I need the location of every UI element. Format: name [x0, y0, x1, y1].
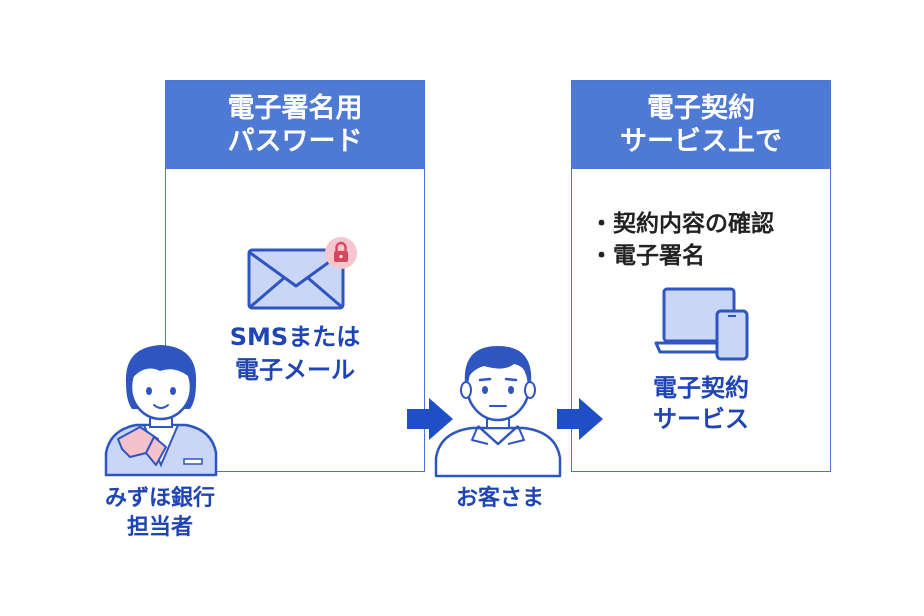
service-panel-title-line2: サービス上で: [620, 126, 782, 157]
channel-label: SMSまたは 電子メール: [165, 321, 425, 387]
channel-label-line2: 電子メール: [235, 356, 355, 384]
password-panel: 電子署名用 パスワード: [165, 80, 425, 472]
arrow-right-icon: [407, 398, 453, 440]
bank-staff-label-line2: 担当者: [126, 515, 193, 540]
bullet-confirm-contract: ・契約内容の確認: [590, 211, 774, 237]
service-bullets: ・契約内容の確認 ・電子署名: [590, 208, 774, 272]
service-label-line1: 電子契約: [653, 374, 749, 402]
password-panel-title-line2: パスワード: [227, 126, 363, 157]
bank-staff-label: みずほ銀行 担当者: [80, 484, 240, 542]
password-panel-title-line1: 電子署名用: [227, 93, 363, 124]
bullet-e-signature: ・電子署名: [590, 243, 705, 269]
customer-icon: [434, 346, 562, 478]
lock-icon: [325, 237, 357, 269]
service-panel: 電子契約 サービス上で: [571, 80, 831, 472]
arrow-right-icon: [557, 398, 603, 440]
password-panel-header: 電子署名用 パスワード: [166, 81, 424, 169]
service-label-line2: サービス: [653, 405, 749, 433]
service-panel-title-line1: 電子契約: [647, 93, 755, 124]
smartphone-icon: [715, 309, 749, 361]
customer-label: お客さま: [430, 484, 570, 513]
service-panel-header: 電子契約 サービス上で: [572, 81, 830, 169]
bank-staff-label-line1: みずほ銀行: [104, 486, 215, 511]
bank-staff-icon: [104, 345, 218, 477]
service-label: 電子契約 サービス: [571, 373, 831, 435]
envelope-icon: [247, 248, 345, 310]
channel-label-line1: SMSまたは: [229, 323, 361, 351]
customer-label-text: お客さま: [455, 486, 544, 511]
